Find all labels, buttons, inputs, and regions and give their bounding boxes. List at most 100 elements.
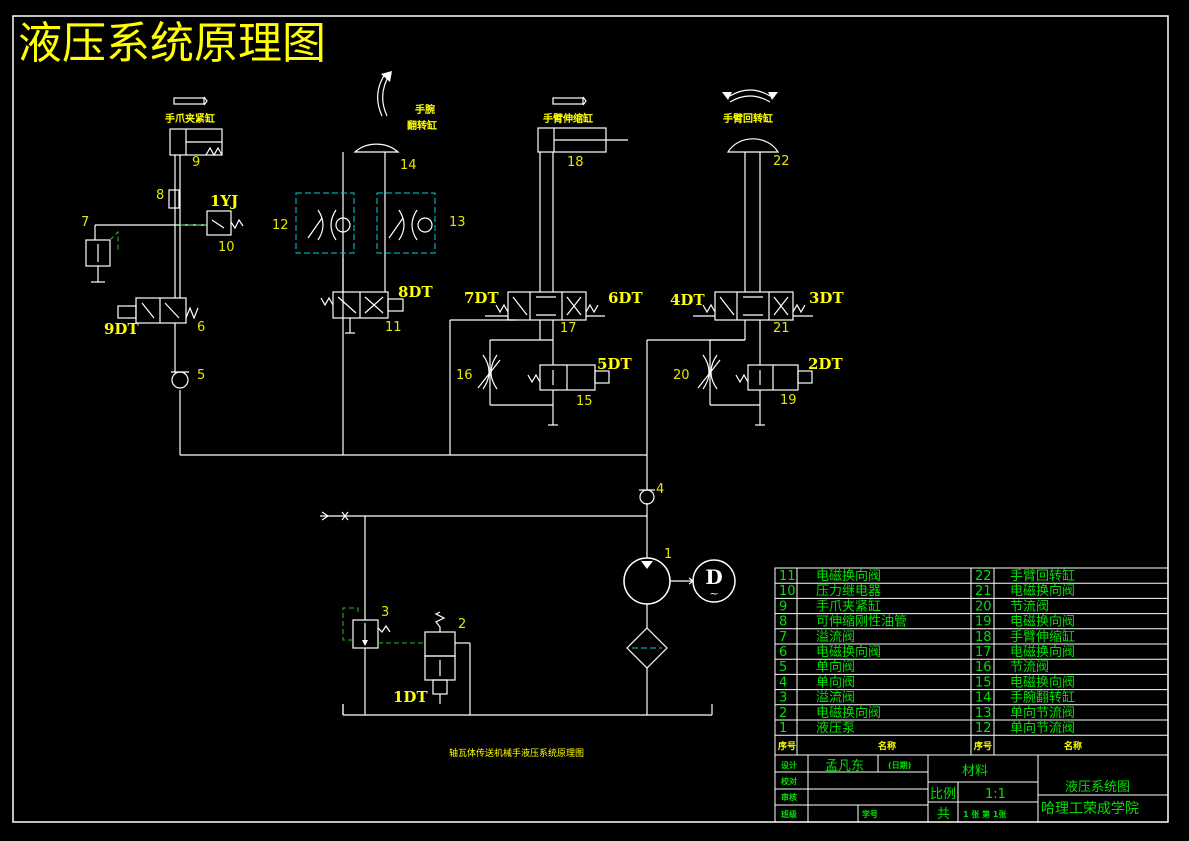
- tb-student-no-label: 学号: [862, 809, 878, 819]
- tb-school: 哈理工荣成学院: [1041, 801, 1139, 817]
- parts-row-number: 6: [779, 645, 787, 660]
- parts-row-number: 12: [975, 721, 992, 736]
- parts-row-name: 电磁换向阀: [1010, 614, 1075, 630]
- solenoid-valve-19: [735, 364, 813, 426]
- parts-row-number: 19: [975, 615, 992, 630]
- label-wrist-cylinder-1: 手腕: [415, 103, 435, 116]
- component-number: 7: [81, 215, 89, 230]
- component-number: 6: [197, 320, 205, 335]
- diagram-caption: 轴瓦体传送机械手液压系统原理图: [449, 747, 584, 759]
- parts-row-number: 1: [779, 721, 787, 736]
- parts-row-number: 17: [975, 645, 992, 660]
- relief-valve-7: [85, 230, 119, 283]
- parts-row-number: 3: [779, 691, 787, 706]
- oil-filter: [626, 604, 668, 669]
- parts-header-no: 序号: [778, 740, 796, 752]
- arm-ext-branch-lines: [489, 152, 554, 425]
- parts-row-name: 手臂伸缩缸: [1010, 629, 1075, 645]
- tb-material-label: 材料: [962, 764, 988, 779]
- solenoid-valve-21: [693, 291, 813, 321]
- component-number: 14: [400, 158, 417, 173]
- flexible-pipe-8: [168, 189, 180, 209]
- parts-row-number: 10: [779, 584, 796, 599]
- title-block: 设计 孟凡东 (日期) 校对 审核 班级 学号 材料 比例 1:1 共 1 张 …: [774, 754, 1169, 823]
- component-numbers: 1 2 3 4 5 6 7 8 9 10 11 12 13 14 15 16 1…: [81, 154, 797, 632]
- tb-review-label: 审核: [781, 792, 797, 802]
- throttle-check-valve-12: [295, 192, 355, 254]
- label-wrist-cylinder-2: 翻转缸: [407, 119, 437, 132]
- component-number: 20: [673, 368, 690, 383]
- parts-row-name: 节流阀: [1010, 599, 1049, 614]
- component-number: 10: [218, 240, 235, 255]
- label-arm-ext-cylinder: 手臂伸缩缸: [543, 112, 593, 125]
- parts-row-number: 13: [975, 706, 992, 721]
- tb-date-label: (日期): [888, 760, 911, 770]
- tb-drawing-name: 液压系统图: [1065, 780, 1130, 795]
- component-number: 13: [449, 215, 466, 230]
- component-number: 18: [567, 155, 584, 170]
- component-number: 9: [192, 155, 200, 170]
- component-number: 8: [156, 188, 164, 203]
- solenoid-valve-15: [527, 364, 610, 426]
- component-number: 21: [773, 321, 790, 336]
- component-number: 4: [656, 482, 664, 497]
- parts-header-name-right: 名称: [1064, 740, 1082, 752]
- parts-row-name: 电磁换向阀: [1010, 583, 1075, 599]
- parts-row-name: 电磁换向阀: [816, 568, 881, 584]
- pump-1: [623, 557, 694, 605]
- inlet-marker: [321, 511, 349, 521]
- parts-row-number: 15: [975, 675, 992, 690]
- tb-sheets-label: 共: [937, 807, 950, 822]
- solenoid-tag: 1YJ: [210, 192, 238, 210]
- solenoid-tag: 5DT: [597, 355, 632, 373]
- throttle-valve-16: [477, 354, 501, 390]
- parts-row-name: 溢流阀: [816, 630, 855, 645]
- parts-row-name: 节流阀: [1010, 660, 1049, 675]
- component-number: 11: [385, 320, 402, 335]
- parts-row-name: 单向节流阀: [1010, 705, 1075, 721]
- parts-row-number: 21: [975, 584, 992, 599]
- parts-row-number: 9: [779, 599, 787, 614]
- parts-row-number: 2: [779, 706, 787, 721]
- relief-valve-3: [342, 607, 391, 715]
- parts-row-name: 溢流阀: [816, 691, 855, 706]
- parts-row-number: 22: [975, 569, 992, 584]
- component-number: 1: [664, 547, 672, 562]
- component-number: 22: [773, 154, 790, 169]
- tb-designer: 孟凡东: [825, 759, 864, 774]
- motor-d: D ~: [692, 559, 736, 603]
- claw-cylinder-9: [169, 96, 223, 157]
- parts-row-number: 14: [975, 691, 992, 706]
- check-valve-4: [639, 489, 655, 505]
- parts-header-no-right: 序号: [974, 740, 992, 752]
- solenoid-valve-17: [485, 291, 605, 321]
- label-arm-rot-cylinder: 手臂回转缸: [723, 112, 773, 125]
- solenoid-tag: 1DT: [393, 688, 428, 706]
- solenoid-tag: 4DT: [670, 291, 705, 309]
- throttle-check-valve-13: [376, 192, 436, 254]
- solenoid-tags: 1YJ 1DT 2DT 3DT 4DT 5DT 6DT 7DT 8DT 9DT: [104, 192, 844, 706]
- parts-row-number: 5: [779, 660, 787, 675]
- arm-rotary-cylinder-22: [722, 89, 780, 153]
- component-number: 17: [560, 321, 577, 336]
- parts-row-name: 手臂回转缸: [1010, 568, 1075, 584]
- component-number: 5: [197, 368, 205, 383]
- tb-sheets-text: 1 张 第 1张: [963, 809, 1007, 819]
- tb-design-label: 设计: [781, 760, 797, 770]
- parts-row-name: 液压泵: [816, 721, 855, 736]
- solenoid-tag: 2DT: [808, 355, 843, 373]
- parts-header-name: 名称: [878, 740, 896, 752]
- parts-row-number: 7: [779, 630, 787, 645]
- component-number: 16: [456, 368, 473, 383]
- parts-row-name: 电磁换向阀: [816, 705, 881, 721]
- parts-row-name: 单向节流阀: [1010, 720, 1075, 736]
- component-number: 3: [381, 605, 389, 620]
- arm-rot-branch-lines: [709, 152, 761, 425]
- component-number: 12: [272, 218, 289, 233]
- parts-row-number: 16: [975, 660, 992, 675]
- parts-row-number: 20: [975, 599, 992, 614]
- label-claw-cylinder: 手爪夹紧缸: [165, 112, 215, 125]
- parts-row-number: 18: [975, 630, 992, 645]
- drawing-border: [12, 15, 1169, 823]
- solenoid-valve-11: [320, 291, 404, 319]
